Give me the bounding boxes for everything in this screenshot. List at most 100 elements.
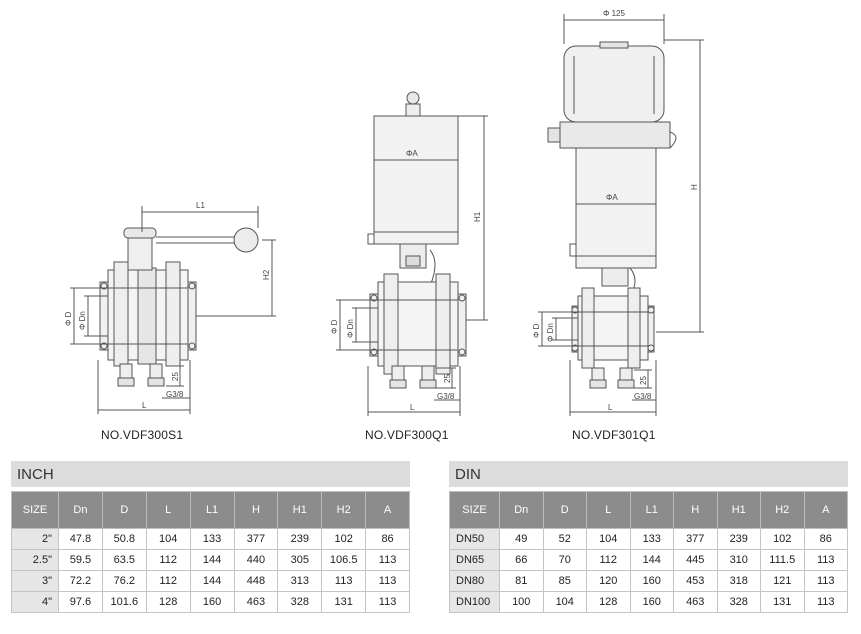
header-l: L bbox=[586, 491, 631, 529]
table-cell: 104 bbox=[542, 591, 587, 613]
table-cell: 448 bbox=[233, 570, 279, 592]
din-table-block: DIN SIZE Dn D L L1 H H1 H2 A DN50 49 52 … bbox=[449, 461, 848, 613]
header-a: A bbox=[803, 491, 848, 529]
table-cell: 318 bbox=[716, 570, 761, 592]
dim-g38-label: G3/8 bbox=[437, 392, 455, 401]
header-size: SIZE bbox=[11, 491, 59, 529]
header-h2: H2 bbox=[321, 491, 367, 529]
table-cell: 111.5 bbox=[760, 549, 805, 571]
table-cell: DN100 bbox=[449, 591, 500, 613]
model-caption-vdf301q1: NO.VDF301Q1 bbox=[572, 428, 656, 442]
dim-g38-label: G3/8 bbox=[166, 390, 184, 399]
table-cell: 120 bbox=[586, 570, 631, 592]
dim-l-label: L bbox=[410, 403, 415, 412]
table-cell: 63.5 bbox=[101, 549, 147, 571]
table-cell: 463 bbox=[673, 591, 718, 613]
table-cell: DN65 bbox=[449, 549, 500, 571]
dim-25-label: 25 bbox=[639, 376, 648, 385]
table-cell: 131 bbox=[760, 591, 805, 613]
dim-h2-label: H2 bbox=[262, 269, 271, 280]
table-cell: 100 bbox=[499, 591, 544, 613]
header-a: A bbox=[365, 491, 410, 529]
table-cell: 131 bbox=[321, 591, 367, 613]
table-row: DN80 81 85 120 160 453 318 121 113 bbox=[449, 570, 848, 592]
table-cell: 144 bbox=[189, 549, 235, 571]
model-caption-vdf300q1: NO.VDF300Q1 bbox=[365, 428, 449, 442]
header-dn: Dn bbox=[499, 491, 544, 529]
table-cell: 49 bbox=[499, 528, 544, 550]
table-cell: 113 bbox=[803, 570, 848, 592]
table-cell: 160 bbox=[189, 591, 235, 613]
table-cell: 2.5" bbox=[11, 549, 59, 571]
table-cell: 239 bbox=[277, 528, 323, 550]
table-cell: 50.8 bbox=[101, 528, 147, 550]
table-row: 2.5" 59.5 63.5 112 144 440 305 106.5 113 bbox=[11, 549, 410, 571]
table-cell: 239 bbox=[716, 528, 761, 550]
table-row: 2" 47.8 50.8 104 133 377 239 102 86 bbox=[11, 528, 410, 550]
table-cell: 112 bbox=[145, 549, 191, 571]
table-cell: 133 bbox=[629, 528, 674, 550]
table-cell: 101.6 bbox=[101, 591, 147, 613]
inch-table: SIZE Dn D L L1 H H1 H2 A 2" 47.8 50.8 10… bbox=[11, 491, 410, 613]
table-cell: 47.8 bbox=[58, 528, 103, 550]
table-cell: 377 bbox=[673, 528, 718, 550]
technical-drawings: L1 H2 Φ D Φ Dn 25 G3/8 L bbox=[64, 9, 704, 416]
table-cell: 86 bbox=[365, 528, 410, 550]
table-cell: 72.2 bbox=[58, 570, 103, 592]
table-cell: DN80 bbox=[449, 570, 500, 592]
table-cell: 377 bbox=[233, 528, 279, 550]
dim-dn-label: Φ Dn bbox=[78, 311, 87, 330]
table-header-row: SIZE Dn D L L1 H H1 H2 A bbox=[449, 491, 848, 529]
dim-h-label: H bbox=[690, 184, 699, 190]
table-cell: 453 bbox=[673, 570, 718, 592]
drawing-vdf300s1 bbox=[70, 206, 276, 414]
table-cell: 112 bbox=[145, 570, 191, 592]
table-cell: 160 bbox=[629, 570, 674, 592]
table-cell: 59.5 bbox=[58, 549, 103, 571]
table-cell: 121 bbox=[760, 570, 805, 592]
table-cell: 66 bbox=[499, 549, 544, 571]
dim-25-label: 25 bbox=[171, 372, 180, 381]
table-cell: 113 bbox=[365, 591, 410, 613]
table-cell: 305 bbox=[277, 549, 323, 571]
table-cell: 81 bbox=[499, 570, 544, 592]
dim-25-label: 25 bbox=[443, 374, 452, 383]
din-table-title: DIN bbox=[449, 461, 848, 487]
header-l1: L1 bbox=[629, 491, 674, 529]
dim-dn-label: Φ Dn bbox=[346, 319, 355, 338]
header-l: L bbox=[145, 491, 191, 529]
header-dn: Dn bbox=[58, 491, 103, 529]
dim-l1-label: L1 bbox=[196, 201, 205, 210]
table-cell: 52 bbox=[542, 528, 587, 550]
dim-a-label: ΦA bbox=[406, 149, 418, 158]
table-cell: 310 bbox=[716, 549, 761, 571]
table-cell: 113 bbox=[365, 549, 410, 571]
table-cell: 86 bbox=[803, 528, 848, 550]
dim-h1-label: H1 bbox=[473, 211, 482, 222]
table-cell: 104 bbox=[586, 528, 631, 550]
table-cell: 102 bbox=[321, 528, 367, 550]
header-d: D bbox=[542, 491, 587, 529]
table-row: 3" 72.2 76.2 112 144 448 313 113 113 bbox=[11, 570, 410, 592]
table-cell: 70 bbox=[542, 549, 587, 571]
header-l1: L1 bbox=[189, 491, 235, 529]
table-cell: 445 bbox=[673, 549, 718, 571]
table-cell: 113 bbox=[803, 591, 848, 613]
header-h: H bbox=[673, 491, 718, 529]
table-cell: 328 bbox=[277, 591, 323, 613]
table-cell: 4" bbox=[11, 591, 59, 613]
table-row: DN65 66 70 112 144 445 310 111.5 113 bbox=[449, 549, 848, 571]
inch-table-title: INCH bbox=[11, 461, 410, 487]
table-cell: 160 bbox=[629, 591, 674, 613]
table-cell: 97.6 bbox=[58, 591, 103, 613]
table-cell: 144 bbox=[189, 570, 235, 592]
table-cell: 76.2 bbox=[101, 570, 147, 592]
table-cell: 106.5 bbox=[321, 549, 367, 571]
header-h1: H1 bbox=[277, 491, 323, 529]
table-cell: 113 bbox=[803, 549, 848, 571]
table-cell: 144 bbox=[629, 549, 674, 571]
table-cell: 328 bbox=[716, 591, 761, 613]
table-cell: 128 bbox=[145, 591, 191, 613]
dim-d-label: Φ D bbox=[64, 311, 73, 326]
table-cell: 102 bbox=[760, 528, 805, 550]
